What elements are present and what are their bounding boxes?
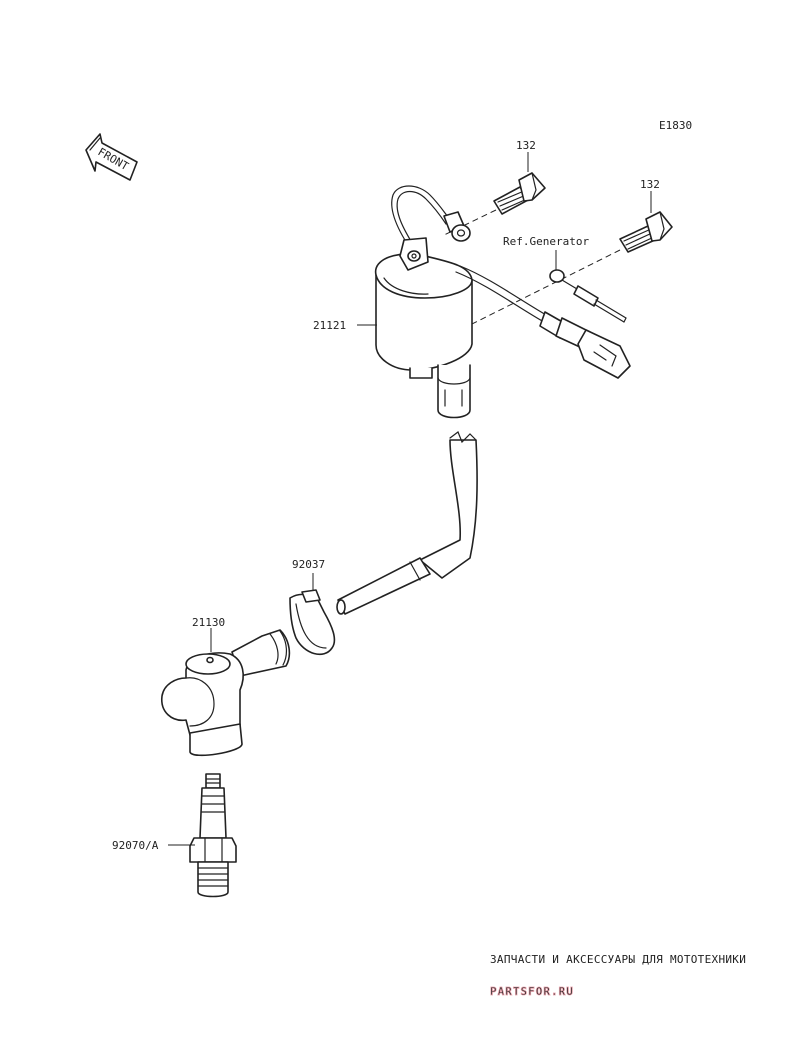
generator-wire	[549, 269, 627, 323]
callout-ref-generator: Ref.Generator	[503, 235, 589, 248]
ground-wire	[391, 185, 471, 249]
ignition-coil	[375, 237, 473, 419]
callout-plug-cap: 21130	[192, 616, 225, 629]
callout-ignition-coil: 21121	[313, 319, 346, 332]
watermark: ЗАПЧАСТИ И АКСЕССУАРЫ ДЛЯ МОТОТЕХНИКИ PA…	[490, 953, 746, 998]
spark-plug	[189, 773, 237, 898]
diagram-code: E1830	[659, 119, 692, 132]
high-tension-lead	[336, 431, 478, 615]
coil-wire	[455, 265, 631, 379]
front-arrow-icon: FRONT	[85, 133, 138, 181]
watermark-caption: ЗАПЧАСТИ И АКСЕССУАРЫ ДЛЯ МОТОТЕХНИКИ	[490, 953, 746, 966]
callout-spark-plug: 92070/A	[112, 839, 159, 852]
callout-clamp: 92037	[292, 558, 325, 571]
plug-cap	[161, 629, 291, 757]
bolt-right	[619, 211, 673, 253]
callout-bolt-upper: 132	[516, 139, 536, 152]
watermark-logo: PARTSFOR.RU	[490, 985, 574, 998]
callout-bolt-right: 132	[640, 178, 660, 191]
bolt-upper	[493, 172, 546, 215]
clamp	[289, 589, 336, 656]
